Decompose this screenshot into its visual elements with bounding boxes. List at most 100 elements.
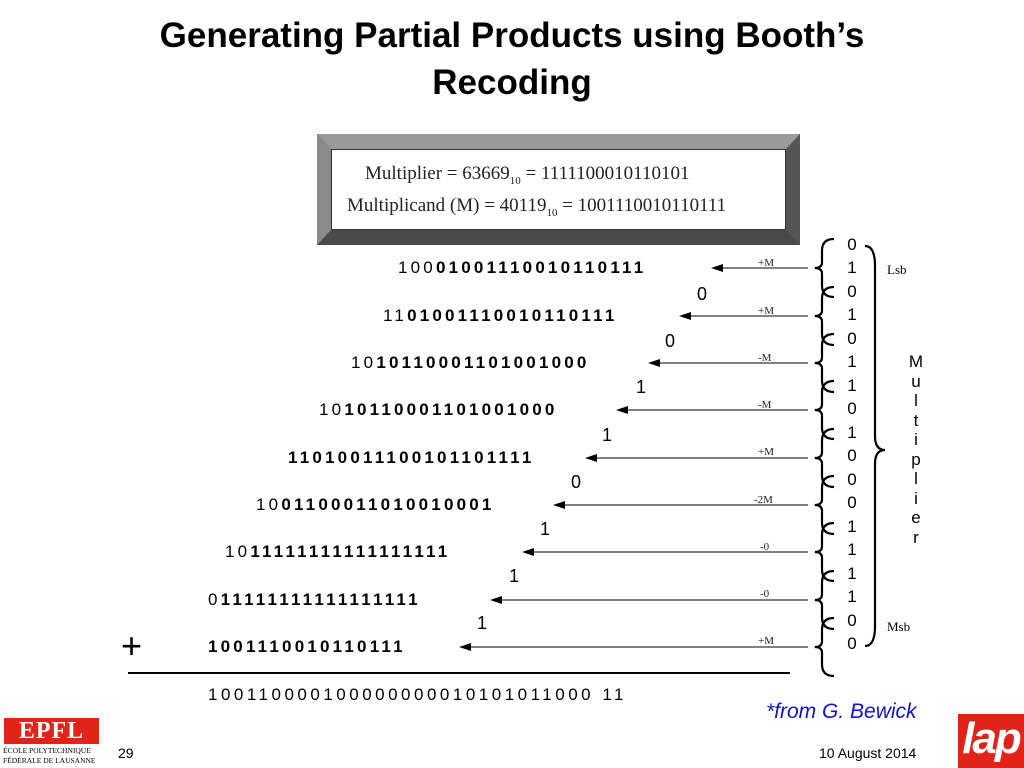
arrow-head-2 (679, 312, 691, 320)
multiplicand-label: Multiplicand (M) = 40119 (347, 195, 547, 216)
multiplier-bit: 0 (847, 611, 857, 630)
partial-product-row-6: 1001100011010010001 (256, 495, 495, 515)
epfl-logo-word: EPFL (18, 718, 85, 744)
op-label-6: -2M (754, 494, 773, 506)
partial-product-row-2: 1101001110010110111 (383, 306, 618, 326)
op-label-4: -M (758, 399, 772, 411)
row-1-bits: 01001110010110111 (435, 258, 647, 277)
multiplier-label-letter: e (911, 508, 921, 527)
multiplier-bit: 0 (847, 493, 857, 512)
arrow-head-6 (553, 501, 565, 509)
multiplier-bit: 0 (847, 399, 857, 418)
row-8-lead: 0 (208, 590, 221, 609)
carry-bit-5: 0 (571, 472, 582, 492)
row-2-lead: 11 (383, 306, 408, 325)
multiplicand-line: Multiplicand (M) = 4011910 = 10011100101… (347, 195, 726, 219)
multiplier-base: 10 (509, 175, 521, 187)
row-9-bits: 1001110010110111 (208, 637, 406, 656)
multiplier-bit: 0 (847, 282, 857, 301)
row-3-bits: 10110001101001000 (376, 353, 590, 372)
row-3-lead: 10 (351, 353, 377, 372)
multiplier-brace (864, 244, 886, 648)
op-label-9: +M (758, 635, 774, 647)
multiplier-bit: 1 (847, 517, 857, 536)
epfl-logo-line-1: ÉCOLE POLYTECHNIQUE (3, 746, 91, 755)
slide-date: 10 August 2014 (819, 745, 917, 761)
op-label-3: -M (758, 352, 772, 364)
source-credit: *from G. Bewick (766, 700, 917, 723)
partial-product-row-8: 011111111111111111 (208, 590, 421, 610)
msb-label: Msb (887, 619, 911, 634)
row-4-lead: 10 (319, 400, 345, 419)
epfl-logo-line-2: FÉDÉRALE DE LAUSANNE (3, 756, 96, 765)
row-1-lead: 100 (398, 258, 436, 277)
bit-group-brace-4 (814, 379, 835, 441)
multiplier-label-letter: i (914, 488, 918, 508)
op-label-5: +M (758, 446, 774, 458)
row-7-lead: 10 (225, 542, 251, 561)
multiplier-bit: 0 (847, 470, 857, 489)
carry-bit-2: 0 (665, 331, 676, 351)
carry-bit-6: 1 (540, 519, 551, 539)
partial-product-row-3: 1010110001101001000 (351, 353, 590, 373)
partial-product-row-7: 1011111111111111111 (225, 542, 450, 562)
multiplier-bit: 1 (847, 540, 857, 559)
multiplier-bit: 0 (847, 446, 857, 465)
row-8-bits: 11111111111111111 (220, 590, 421, 609)
arrow-head-9 (459, 643, 471, 651)
arrow-head-5 (585, 454, 597, 462)
arrow-head-3 (648, 359, 660, 367)
op-label-1: +M (758, 257, 774, 269)
multiplier-bit: 1 (847, 423, 857, 442)
multiplier-bit: 0 (847, 329, 857, 348)
carry-bit-8: 1 (477, 613, 488, 633)
operand-box-inner: Multiplier = 6366910 = 1111100010110101 … (331, 149, 786, 230)
multiplier-label-letter: M (908, 352, 924, 371)
op-label-8: -0 (760, 588, 770, 600)
title-line-1: Generating Partial Products using Booth’… (159, 16, 865, 55)
arrow-head-8 (490, 596, 502, 604)
multiplier-bit: 1 (847, 587, 857, 606)
multiplier-label-letter: r (913, 527, 919, 547)
row-6-bits: 01100011010010001 (281, 495, 495, 514)
lsb-label: Lsb (887, 262, 907, 277)
multiplicand-base: 10 (546, 207, 558, 219)
multiplier-bit: 1 (847, 352, 857, 371)
row-2-bits: 01001110010110111 (407, 306, 618, 325)
multiplier-bit: 1 (847, 564, 857, 583)
page-number: 29 (118, 745, 134, 761)
bit-group-brace-1 (814, 237, 835, 299)
partial-product-row-4: 1010110001101001000 (319, 400, 558, 420)
carry-bit-7: 1 (509, 566, 520, 586)
row-5-bits: 11010011100101101111 (288, 448, 535, 467)
row-6-lead: 10 (256, 495, 282, 514)
multiplicand-binary: = 1001110010110111 (557, 195, 727, 216)
multiplier-bit: 1 (847, 305, 857, 324)
multiplier-bit: 1 (847, 376, 857, 395)
plus-sign: + (121, 625, 143, 666)
multiplier-label-letter: l (914, 391, 918, 410)
arrow-head-7 (522, 548, 534, 556)
operand-box: Multiplier = 6366910 = 1111100010110101 … (317, 134, 800, 245)
carry-bit-3: 1 (636, 377, 647, 397)
final-product: 100110000100000000010101011000 11 (208, 685, 627, 704)
bit-group-brace-9 (814, 616, 835, 678)
op-label-2: +M (758, 305, 774, 317)
carry-bit-4: 1 (602, 425, 613, 445)
op-label-7: -0 (760, 541, 770, 553)
carry-bit-1: 0 (697, 284, 708, 304)
multiplier-bit: 0 (847, 634, 857, 653)
slide-title: Generating Partial Products using Booth’… (0, 12, 1024, 106)
multiplier-label-letter: i (914, 430, 918, 449)
arrow-head-4 (616, 406, 628, 414)
title-line-2: Recoding (432, 63, 592, 102)
multiplier-label-letter: u (911, 371, 921, 391)
row-7-bits: 11111111111111111 (250, 542, 451, 561)
lap-logo (958, 714, 1024, 768)
epfl-logo (4, 718, 99, 744)
partial-product-row-1: 10001001110010110111 (398, 258, 646, 278)
partial-product-row-5: 11010011100101101111 (288, 448, 535, 468)
multiplier-binary: = 1111100010110101 (520, 163, 690, 184)
multiplier-label-letter: t (913, 410, 919, 430)
bit-group-brace-7 (814, 521, 835, 583)
